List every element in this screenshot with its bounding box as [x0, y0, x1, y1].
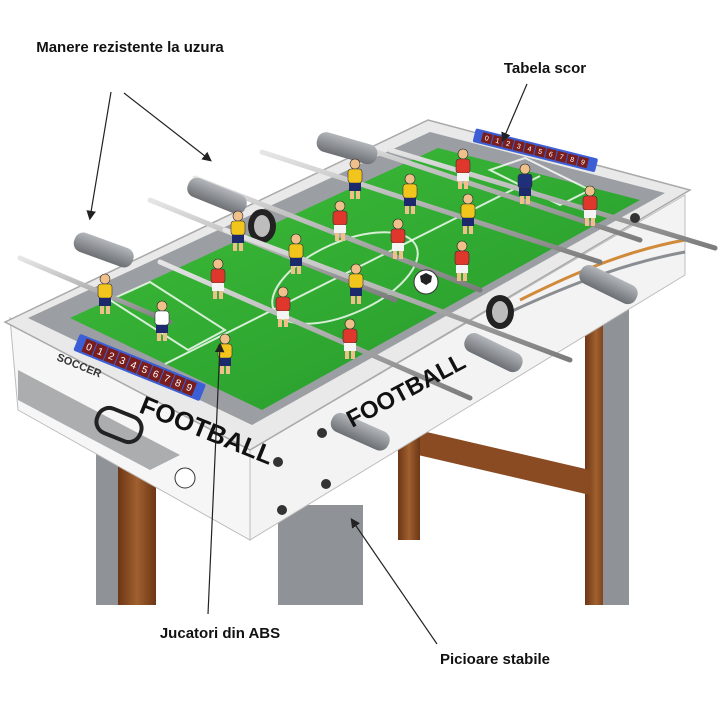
player-figure	[517, 163, 533, 204]
score-digit: 6	[151, 369, 161, 381]
side-screws	[273, 213, 640, 515]
score-cell	[512, 140, 525, 153]
score-cell	[523, 142, 536, 155]
score-cell	[148, 365, 164, 383]
score-cell	[114, 351, 131, 370]
arrow-handles-1	[86, 91, 112, 221]
arrow-players	[207, 342, 225, 615]
rod	[387, 147, 718, 251]
player-figure	[460, 193, 476, 234]
front-panel-stripe	[18, 370, 180, 470]
score-digit: 1	[495, 138, 501, 146]
goal-right-inner	[492, 301, 508, 323]
score-cell	[125, 356, 142, 374]
label-handles: Manere rezistente la uzura	[36, 39, 224, 56]
carry-handle	[94, 405, 144, 445]
rod-handle	[464, 333, 523, 373]
score-cell	[491, 134, 504, 147]
score-digit: 2	[505, 140, 511, 148]
score-digit: 2	[106, 351, 116, 363]
leg-crossbar	[418, 430, 590, 495]
score-cell	[576, 156, 589, 169]
leg-back-right-panel	[603, 295, 629, 605]
player-figure	[210, 258, 226, 299]
score-digit: 6	[548, 151, 554, 159]
score-digit: 5	[537, 148, 543, 156]
side-swoosh	[519, 238, 686, 302]
player-figure	[348, 263, 364, 304]
score-digit: 3	[118, 355, 128, 367]
score-cell	[81, 338, 97, 356]
leg-back-right	[585, 300, 607, 605]
player-figure	[97, 273, 113, 314]
score-digit: 4	[527, 146, 533, 154]
score-cell	[92, 343, 108, 361]
score-digit: 8	[173, 378, 183, 390]
score-digit: 0	[484, 135, 490, 143]
score-digit: 4	[129, 360, 139, 372]
player-figure	[342, 318, 358, 359]
score-digit: 3	[516, 143, 522, 151]
player-figure	[455, 148, 471, 189]
ball	[413, 269, 439, 295]
rod	[157, 259, 473, 401]
score-digit: 7	[559, 154, 565, 162]
leg-front-right	[278, 505, 363, 605]
rod-handle	[579, 265, 638, 305]
rod-handle	[316, 132, 378, 165]
field-goal-box-left	[107, 280, 227, 352]
player-figure	[154, 300, 170, 341]
score-cell	[170, 374, 186, 392]
player-figure	[347, 158, 363, 199]
player-figure	[230, 210, 246, 251]
score-cell	[555, 150, 568, 163]
label-players: Jucatori din ABS	[159, 625, 281, 642]
rod-handle	[73, 232, 134, 268]
player-figure	[582, 185, 598, 226]
players-group	[97, 148, 598, 374]
score-cell	[566, 153, 579, 166]
rod-handle	[187, 177, 247, 215]
rod	[222, 227, 573, 363]
arrow-score	[501, 83, 528, 143]
player-figure	[332, 200, 348, 241]
arrow-handles-2	[123, 92, 212, 162]
score-cell	[181, 378, 197, 397]
rod	[17, 255, 173, 325]
goal-left-inner	[254, 215, 270, 237]
score-digit: 1	[95, 346, 105, 358]
leg-middle	[398, 420, 420, 540]
rod	[259, 149, 603, 265]
score-cell	[480, 132, 493, 145]
player-figure	[454, 240, 470, 281]
score-digit: 8	[569, 156, 575, 164]
arrow-legs	[350, 518, 438, 645]
score-digit: 0	[84, 342, 94, 354]
score-cell	[544, 148, 557, 161]
annotation-arrows	[86, 83, 528, 645]
score-digit: 7	[162, 373, 172, 385]
player-figure	[288, 233, 304, 274]
score-digit: 9	[580, 159, 586, 167]
logo-ball-icon	[174, 467, 196, 489]
score-digit: 9	[184, 382, 194, 394]
label-legs: Picioare stabile	[439, 651, 551, 668]
side-panel	[249, 194, 686, 541]
score-cell	[534, 145, 547, 158]
player-figure	[390, 218, 406, 259]
score-digit: 5	[140, 364, 150, 376]
player-figure	[402, 173, 418, 214]
player-figure	[275, 286, 291, 327]
rod-handle	[330, 412, 390, 451]
label-score-board: Tabela scor	[503, 60, 587, 77]
score-cell	[137, 360, 153, 379]
score-cell	[159, 369, 175, 388]
score-cell	[103, 347, 120, 365]
